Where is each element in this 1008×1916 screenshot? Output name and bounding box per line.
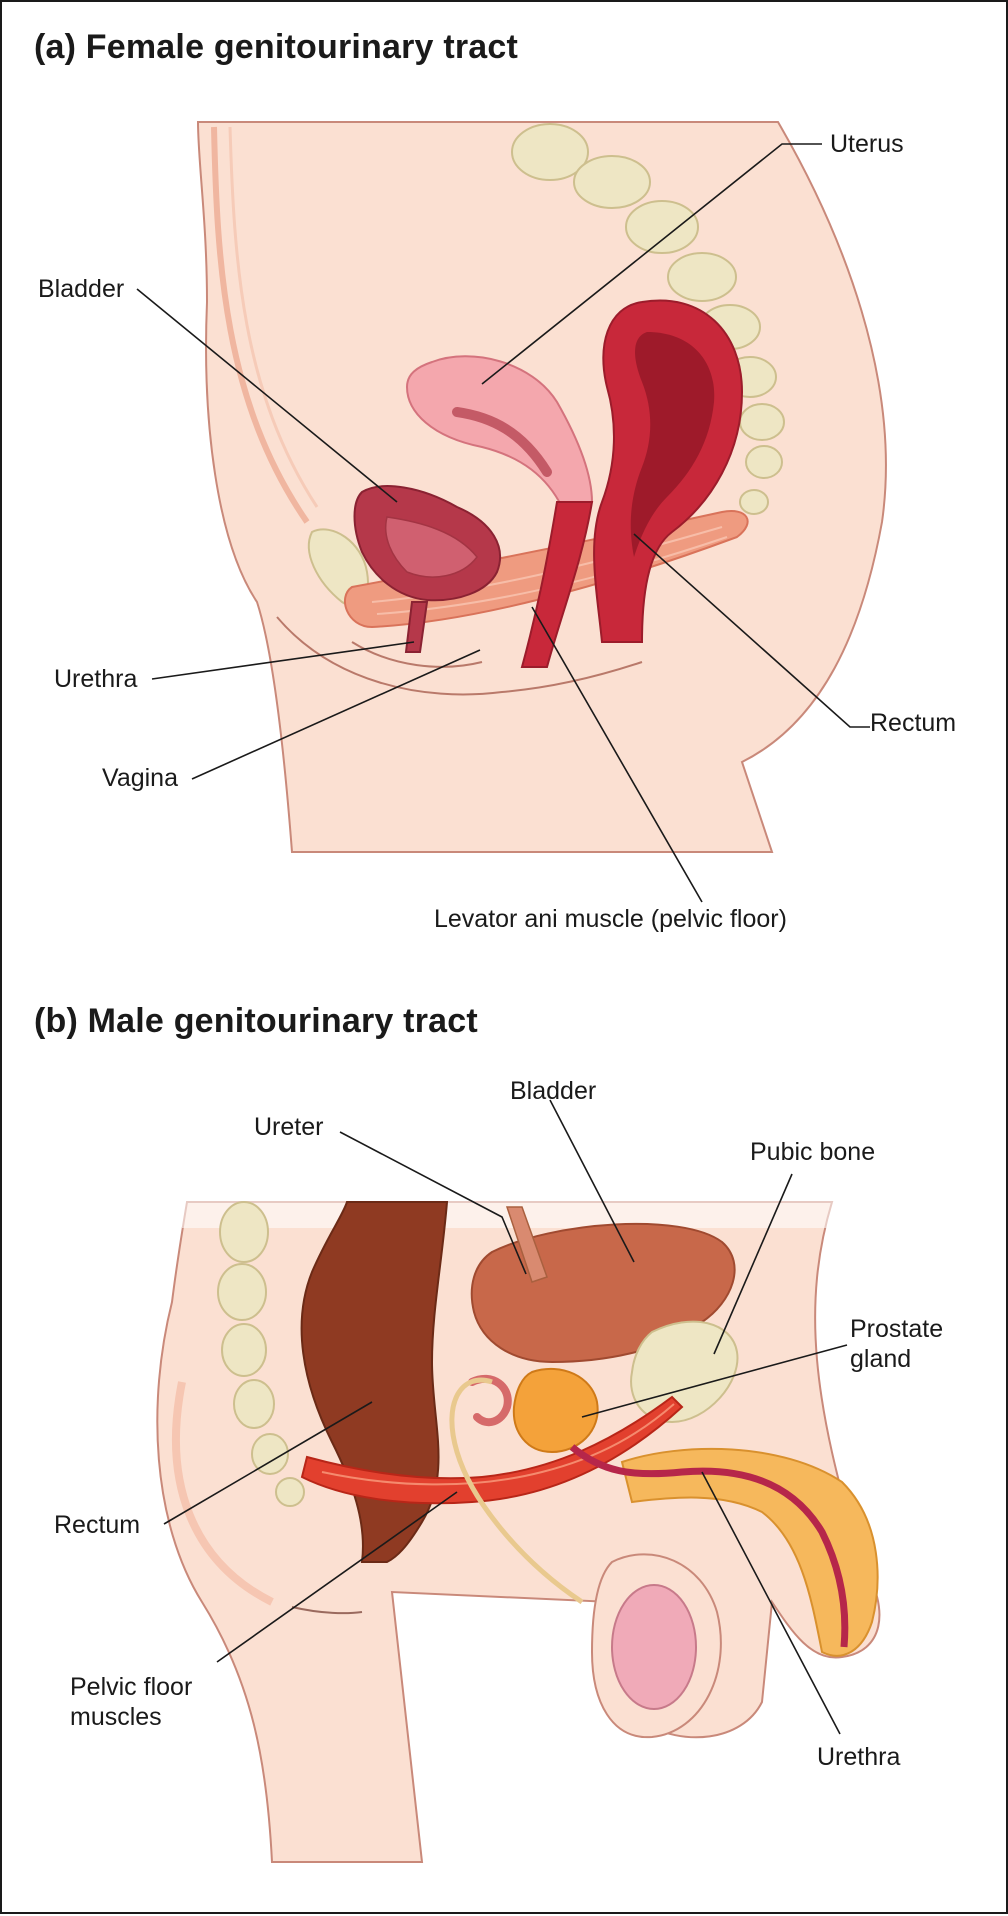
vas-deferens <box>449 1377 584 1605</box>
female-anatomy-illustration <box>136 121 887 903</box>
leader-levator-ani <box>531 606 703 903</box>
label-pubic-bone: Pubic bone <box>750 1138 876 1166</box>
label-vagina: Vagina <box>102 764 178 792</box>
pelvic-floor-muscles <box>300 1395 684 1505</box>
leader-male-bladder <box>549 1099 635 1263</box>
label-ureter: Ureter <box>254 1113 324 1141</box>
female-urethra-shape <box>404 601 429 653</box>
female-abdominal-wall <box>211 126 310 524</box>
label-uterus: Uterus <box>830 130 904 158</box>
testis-shape <box>611 1584 697 1710</box>
label-prostate: Prostate gland <box>850 1315 944 1373</box>
leader-pubic-bone <box>713 1173 793 1355</box>
leader-male-rectum <box>163 1401 373 1525</box>
prostate-shape <box>512 1367 599 1454</box>
leader-male-urethra <box>701 1471 841 1735</box>
label-levator-ani: Levator ani muscle (pelvic floor) <box>434 905 787 933</box>
label-female-rectum: Rectum <box>870 709 957 737</box>
vagina-shape <box>520 501 594 668</box>
male-urethra-shape <box>569 1444 849 1648</box>
label-pelvic-floor: Pelvic floor muscles <box>70 1673 193 1731</box>
male-rectum-shape <box>300 1201 449 1563</box>
leader-female-bladder <box>136 288 398 503</box>
label-female-bladder: Bladder <box>38 275 125 303</box>
figure-a-heading: (a) Female genitourinary tract <box>34 28 519 66</box>
leader-vagina <box>191 649 481 780</box>
ureter-shape <box>505 1206 548 1283</box>
figure-b-heading: (b) Male genitourinary tract <box>34 1002 478 1040</box>
leader-pelvic-floor <box>216 1491 458 1663</box>
label-male-rectum: Rectum <box>54 1511 141 1539</box>
male-spine <box>217 1201 305 1507</box>
leader-female-rectum <box>633 533 870 728</box>
leader-uterus <box>481 143 822 385</box>
label-male-urethra: Urethra <box>817 1743 901 1771</box>
female-body-silhouette <box>196 121 887 853</box>
leader-prostate <box>581 1344 848 1418</box>
leader-ureter <box>339 1131 527 1275</box>
label-female-urethra: Urethra <box>54 665 138 693</box>
leader-female-urethra <box>151 641 415 680</box>
label-male-bladder: Bladder <box>510 1077 597 1105</box>
penis-shape <box>620 1447 879 1657</box>
